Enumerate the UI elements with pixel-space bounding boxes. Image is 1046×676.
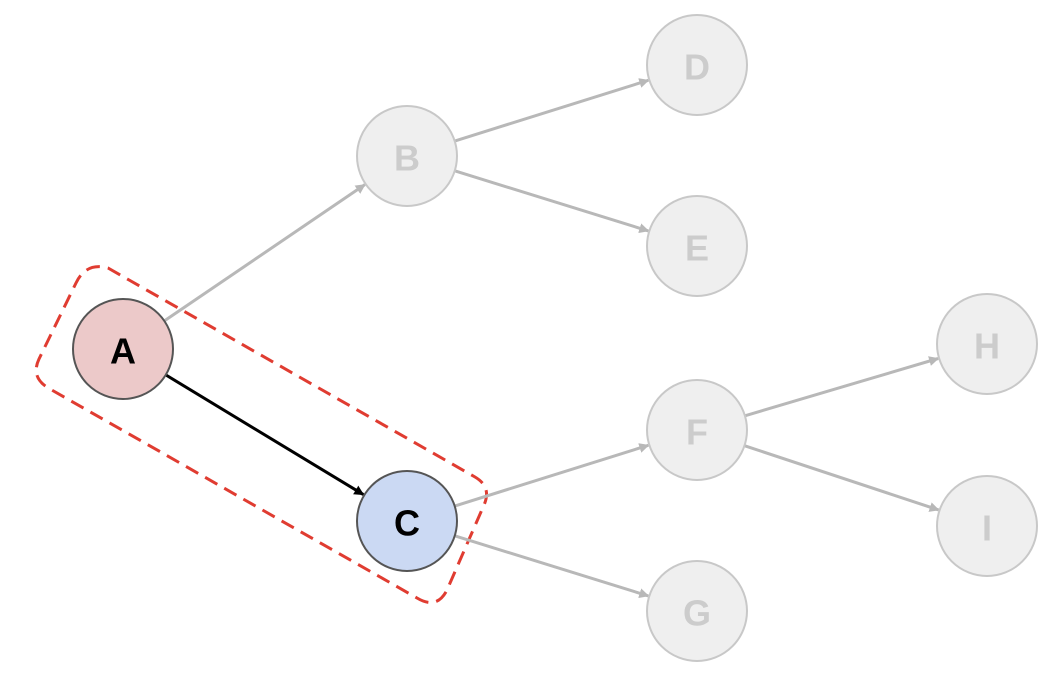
node-e[interactable]: E [646, 195, 748, 297]
node-i[interactable]: I [936, 475, 1038, 577]
node-h-circle [936, 293, 1038, 395]
nodes-layer: A B C D E F G H I [72, 14, 1038, 662]
edges-layer [163, 78, 940, 598]
node-d-circle [646, 14, 748, 116]
node-b[interactable]: B [356, 105, 458, 207]
node-f-circle [646, 379, 748, 481]
edge-b-e [454, 169, 650, 233]
node-e-circle [646, 195, 748, 297]
node-h[interactable]: H [936, 293, 1038, 395]
node-h-label: H [974, 326, 1000, 367]
node-g[interactable]: G [646, 560, 748, 662]
path-highlight-outline [34, 265, 488, 604]
node-e-label: E [685, 228, 709, 269]
node-d-label: D [684, 47, 710, 88]
node-c-label: C [394, 503, 420, 544]
node-b-circle [356, 105, 458, 207]
node-g-circle [646, 560, 748, 662]
node-g-label: G [683, 593, 711, 634]
edge-a-b [163, 183, 366, 323]
node-b-label: B [394, 138, 420, 179]
edge-a-c [164, 373, 365, 496]
node-d[interactable]: D [646, 14, 748, 116]
edge-b-d [454, 78, 650, 143]
edge-f-i [743, 444, 940, 512]
node-i-label: I [982, 508, 992, 549]
node-c[interactable]: C [356, 470, 458, 572]
node-i-circle [936, 475, 1038, 577]
edge-c-f [454, 443, 650, 508]
edge-f-h [744, 356, 940, 418]
edge-c-g [454, 534, 650, 598]
node-a-label: A [110, 331, 136, 372]
node-f[interactable]: F [646, 379, 748, 481]
node-c-circle [356, 470, 458, 572]
node-a[interactable]: A [72, 298, 174, 400]
node-a-circle [72, 298, 174, 400]
node-f-label: F [686, 412, 708, 453]
